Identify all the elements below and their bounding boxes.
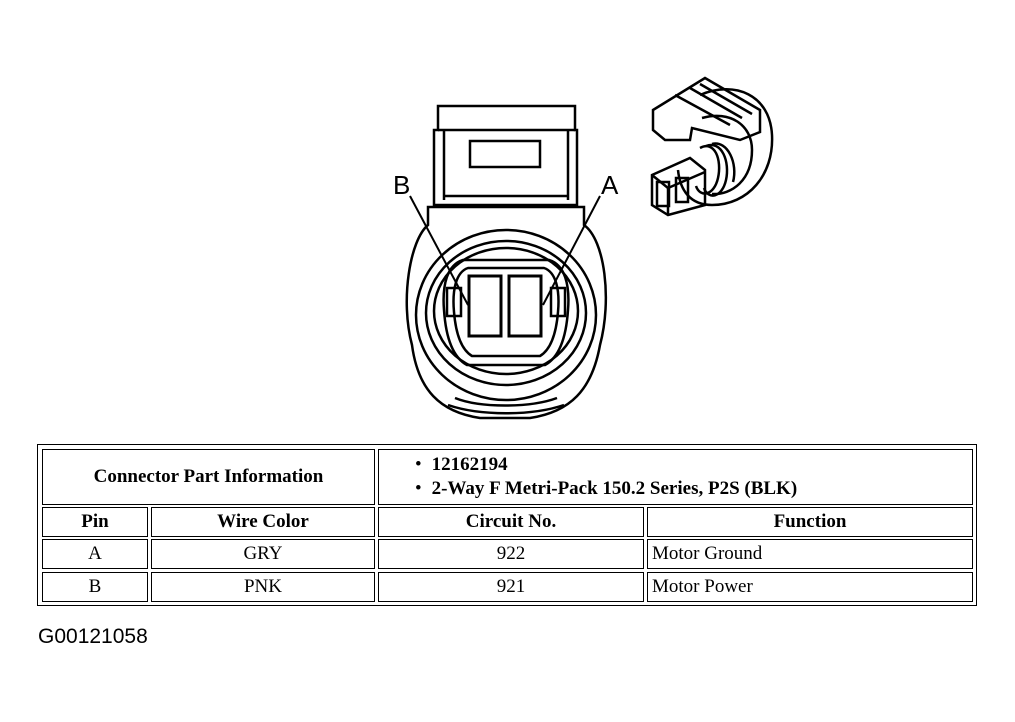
row-b-pin: B — [42, 572, 148, 602]
connector-face-view — [405, 104, 608, 420]
connector-info-header: Connector Part Information — [42, 449, 375, 505]
pin-label-a: A — [601, 170, 619, 200]
connector-table: Connector Part Information 12162194 2-Wa… — [37, 444, 977, 606]
connector-perspective-view — [650, 76, 774, 217]
row-a-pin: A — [42, 539, 148, 569]
column-header-circuit: Circuit No. — [378, 507, 644, 537]
part-number: 12162194 — [415, 453, 508, 477]
connector-drawing — [405, 76, 774, 420]
row-b-wire-color: PNK — [151, 572, 375, 602]
pin-label-b: B — [393, 170, 411, 200]
row-b-circuit: 921 — [378, 572, 644, 602]
column-header-wire-color: Wire Color — [151, 507, 375, 537]
figure-id: G00121058 — [38, 625, 148, 648]
column-header-pin: Pin — [42, 507, 148, 537]
column-header-function: Function — [647, 507, 973, 537]
row-a-wire-color: GRY — [151, 539, 375, 569]
row-a-function: Motor Ground — [647, 539, 973, 569]
row-a-circuit: 922 — [378, 539, 644, 569]
connector-description: 2-Way F Metri-Pack 150.2 Series, P2S (BL… — [415, 477, 798, 501]
row-b-function: Motor Power — [647, 572, 973, 602]
connector-info-list: 12162194 2-Way F Metri-Pack 150.2 Series… — [378, 449, 973, 505]
